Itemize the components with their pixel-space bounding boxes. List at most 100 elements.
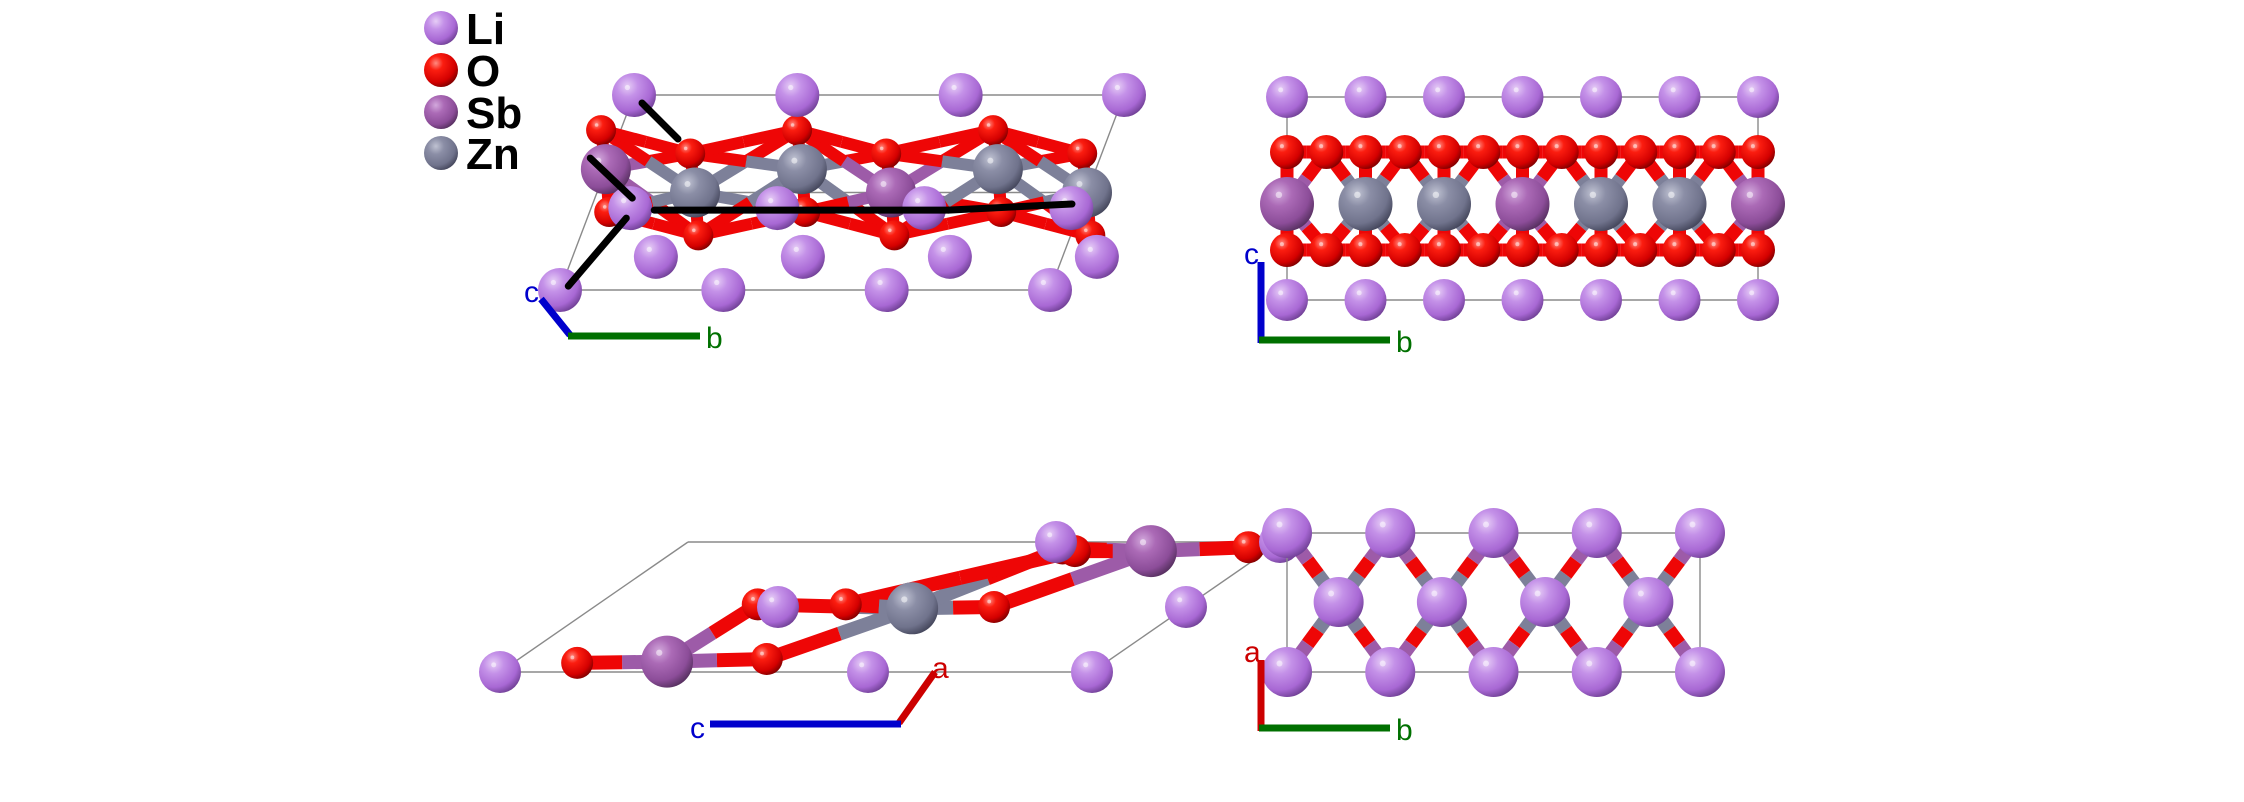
atom-li [1737, 279, 1779, 321]
specular-highlight [1047, 532, 1053, 538]
atom-o [1427, 135, 1461, 169]
axis-label-b: b [706, 322, 723, 355]
atom-o [1427, 233, 1461, 267]
specular-highlight [1589, 191, 1597, 199]
atom-li [1416, 577, 1467, 627]
atom-o [1466, 135, 1501, 169]
atom-o [1584, 135, 1618, 169]
atom-li [1266, 76, 1308, 118]
specular-highlight [1554, 242, 1559, 247]
specular-highlight [1586, 521, 1593, 528]
specular-highlight [880, 181, 887, 187]
specular-highlight [1084, 228, 1088, 233]
specular-highlight [1358, 144, 1363, 149]
atom-li [1658, 279, 1701, 321]
legend-label-o: O [466, 47, 500, 96]
atom-o [1544, 233, 1579, 267]
specular-highlight [1379, 521, 1386, 528]
specular-highlight [1689, 660, 1696, 667]
atom-li [1165, 586, 1207, 628]
specular-highlight [1436, 242, 1441, 247]
atom-group [1260, 76, 1785, 321]
atom-li [1266, 279, 1308, 321]
atom-li [1571, 508, 1622, 558]
atom-o [750, 643, 783, 675]
highlighted-bond [638, 99, 682, 143]
specular-highlight [769, 597, 775, 603]
highlighted-bond [564, 214, 630, 290]
atom-li [1102, 73, 1146, 117]
bond-segment [1663, 625, 1685, 649]
atom-o [1348, 233, 1383, 267]
sphere-icon [424, 95, 458, 129]
specular-highlight [859, 662, 865, 668]
specular-highlight [1633, 242, 1638, 247]
specular-highlight [1356, 87, 1362, 93]
specular-highlight [915, 197, 921, 204]
legend-label-li: Li [466, 5, 505, 54]
bond-highlight-arrows [564, 99, 1076, 290]
atom-li [1675, 647, 1725, 697]
bond-segment [1405, 625, 1427, 649]
atom-li [1468, 508, 1519, 558]
atom-sb [1731, 177, 1785, 231]
specular-highlight [788, 84, 794, 91]
legend-entry-sb: Sb [424, 89, 522, 138]
specular-highlight [1668, 191, 1675, 199]
atom-li [847, 651, 889, 693]
atom-li [1071, 651, 1113, 693]
specular-highlight [1750, 242, 1755, 247]
specular-highlight [1670, 87, 1676, 93]
atom-zn [1338, 177, 1393, 231]
atom-o [1662, 233, 1697, 267]
specular-highlight [987, 157, 994, 164]
bond-segment [1405, 556, 1427, 579]
specular-highlight [1483, 660, 1489, 667]
atom-zn [1652, 177, 1707, 231]
specular-highlight [656, 649, 663, 656]
atom-o [978, 115, 1009, 146]
atom-zn [886, 582, 939, 635]
specular-highlight [550, 279, 557, 286]
bond-segment [1456, 625, 1479, 649]
bond-segment [1456, 556, 1479, 579]
atom-o [978, 591, 1010, 623]
atom-li [1580, 279, 1622, 321]
atom-o [871, 138, 902, 169]
specular-highlight [1513, 290, 1519, 296]
atom-li [608, 186, 653, 231]
panel-top-left: c b [524, 73, 1146, 355]
specular-highlight [714, 279, 720, 286]
atom-o [683, 220, 714, 251]
atom-li [1501, 76, 1544, 118]
specular-highlight [1279, 242, 1284, 247]
axis-indicator-ab: a b [1244, 636, 1413, 747]
specular-highlight [1672, 242, 1677, 247]
specular-highlight [1637, 590, 1644, 597]
atom-sb [1495, 177, 1550, 231]
specular-highlight [1436, 144, 1441, 149]
atom-li [701, 268, 746, 312]
atom-o [1348, 135, 1383, 169]
specular-highlight [940, 246, 946, 253]
element-legend: Li O Sb Zn [424, 5, 522, 179]
axis-indicator-ac: a c [690, 652, 949, 745]
atom-o [1387, 135, 1422, 169]
atom-li [1262, 508, 1312, 558]
specular-highlight [751, 597, 755, 601]
specular-highlight [1241, 539, 1246, 544]
atom-li [1737, 76, 1779, 118]
atom-o [1309, 233, 1344, 267]
atom-li [1344, 279, 1387, 321]
specular-highlight [790, 123, 795, 127]
atom-li [1035, 521, 1077, 563]
atom-group [1262, 508, 1725, 697]
specular-highlight [1711, 242, 1716, 247]
atom-o [1741, 135, 1775, 169]
specular-highlight [1515, 144, 1520, 149]
highlighted-bond [586, 154, 636, 202]
specular-highlight [1276, 660, 1283, 667]
specular-highlight [1586, 660, 1593, 667]
specular-highlight [1275, 191, 1283, 199]
